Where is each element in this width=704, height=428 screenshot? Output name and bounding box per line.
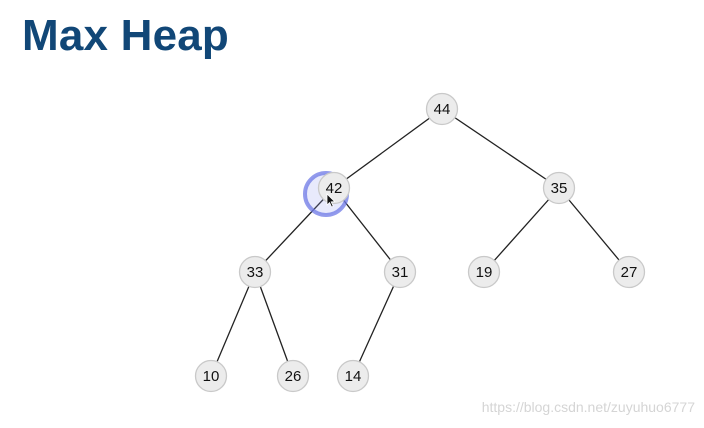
tree-edge bbox=[558, 187, 630, 273]
tree-node: 26 bbox=[276, 359, 310, 393]
node-value: 19 bbox=[476, 264, 493, 281]
node-value: 31 bbox=[392, 264, 409, 281]
tree-edge bbox=[254, 271, 294, 377]
tree-node: 19 bbox=[467, 255, 501, 289]
tree-edge bbox=[333, 108, 443, 189]
node-circle bbox=[194, 359, 228, 393]
node-value: 33 bbox=[247, 264, 264, 281]
node-circle bbox=[467, 255, 501, 289]
mouse-cursor-icon bbox=[326, 193, 336, 208]
node-value: 27 bbox=[621, 264, 638, 281]
tree-edge bbox=[210, 271, 256, 377]
node-value: 35 bbox=[551, 180, 568, 197]
node-value: 42 bbox=[326, 180, 343, 197]
node-circle bbox=[276, 359, 310, 393]
tree-node: 27 bbox=[612, 255, 646, 289]
node-value: 26 bbox=[285, 368, 302, 385]
tree-node: 35 bbox=[542, 171, 576, 205]
tree-edge bbox=[254, 187, 335, 273]
tree-nodes: 44 42 35 33 31 19 27 10 26 14 bbox=[194, 92, 646, 393]
node-value: 44 bbox=[434, 101, 451, 118]
tree-node: 44 bbox=[425, 92, 459, 126]
node-value: 10 bbox=[203, 368, 220, 385]
tree-edge bbox=[441, 108, 560, 189]
tree-edge bbox=[352, 271, 401, 377]
node-circle bbox=[317, 171, 351, 205]
tree-node: 42 bbox=[317, 171, 351, 205]
node-circle bbox=[425, 92, 459, 126]
tree-edges bbox=[210, 108, 630, 377]
node-value: 14 bbox=[345, 368, 362, 385]
node-circle bbox=[612, 255, 646, 289]
cursor-arrow-icon bbox=[326, 193, 336, 208]
node-circle bbox=[383, 255, 417, 289]
slide-title: Max Heap bbox=[22, 11, 230, 60]
node-circle bbox=[336, 359, 370, 393]
watermark: https://blog.csdn.net/zuyuhuo6777 bbox=[481, 399, 695, 415]
tree-node: 33 bbox=[238, 255, 272, 289]
tree-node: 10 bbox=[194, 359, 228, 393]
tree-node: 14 bbox=[336, 359, 370, 393]
node-circle bbox=[542, 171, 576, 205]
tree-node: 31 bbox=[383, 255, 417, 289]
tree-edge bbox=[483, 187, 560, 273]
node-circle bbox=[238, 255, 272, 289]
